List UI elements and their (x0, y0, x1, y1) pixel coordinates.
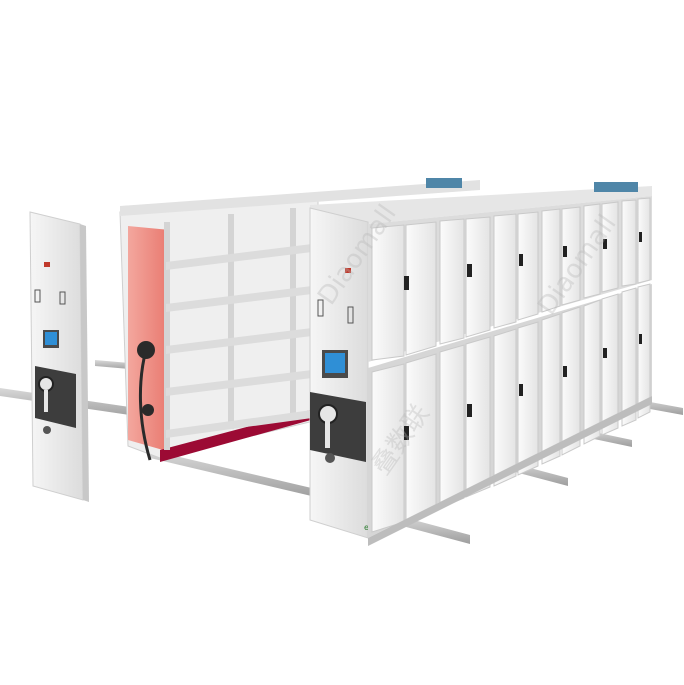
lock-icon (639, 334, 642, 344)
crank-panel (35, 366, 76, 428)
top-vent (594, 182, 638, 192)
top-vent (426, 178, 462, 188)
base-badge: e (364, 523, 369, 532)
lock-icon (519, 384, 523, 396)
lock-icon (563, 366, 567, 377)
side-panel-pink (128, 226, 170, 452)
lock-icon (467, 404, 472, 417)
crank-panel (310, 392, 366, 462)
upper-doors (371, 197, 651, 361)
lock-icon (404, 276, 409, 290)
lock-icon (603, 239, 607, 249)
crank-handle-icon (38, 376, 54, 392)
lock-icon (404, 426, 409, 440)
lock-icon (467, 264, 472, 277)
lock-icon (603, 348, 607, 358)
lock-icon (639, 232, 642, 242)
left-end-panel (29, 211, 89, 502)
open-rack (119, 178, 480, 462)
power-indicator-icon (345, 268, 351, 273)
closed-cabinet: e (309, 182, 652, 546)
power-indicator-icon (44, 262, 50, 267)
power-button-icon (325, 453, 335, 463)
lock-icon (519, 254, 523, 266)
lock-icon (563, 246, 567, 257)
